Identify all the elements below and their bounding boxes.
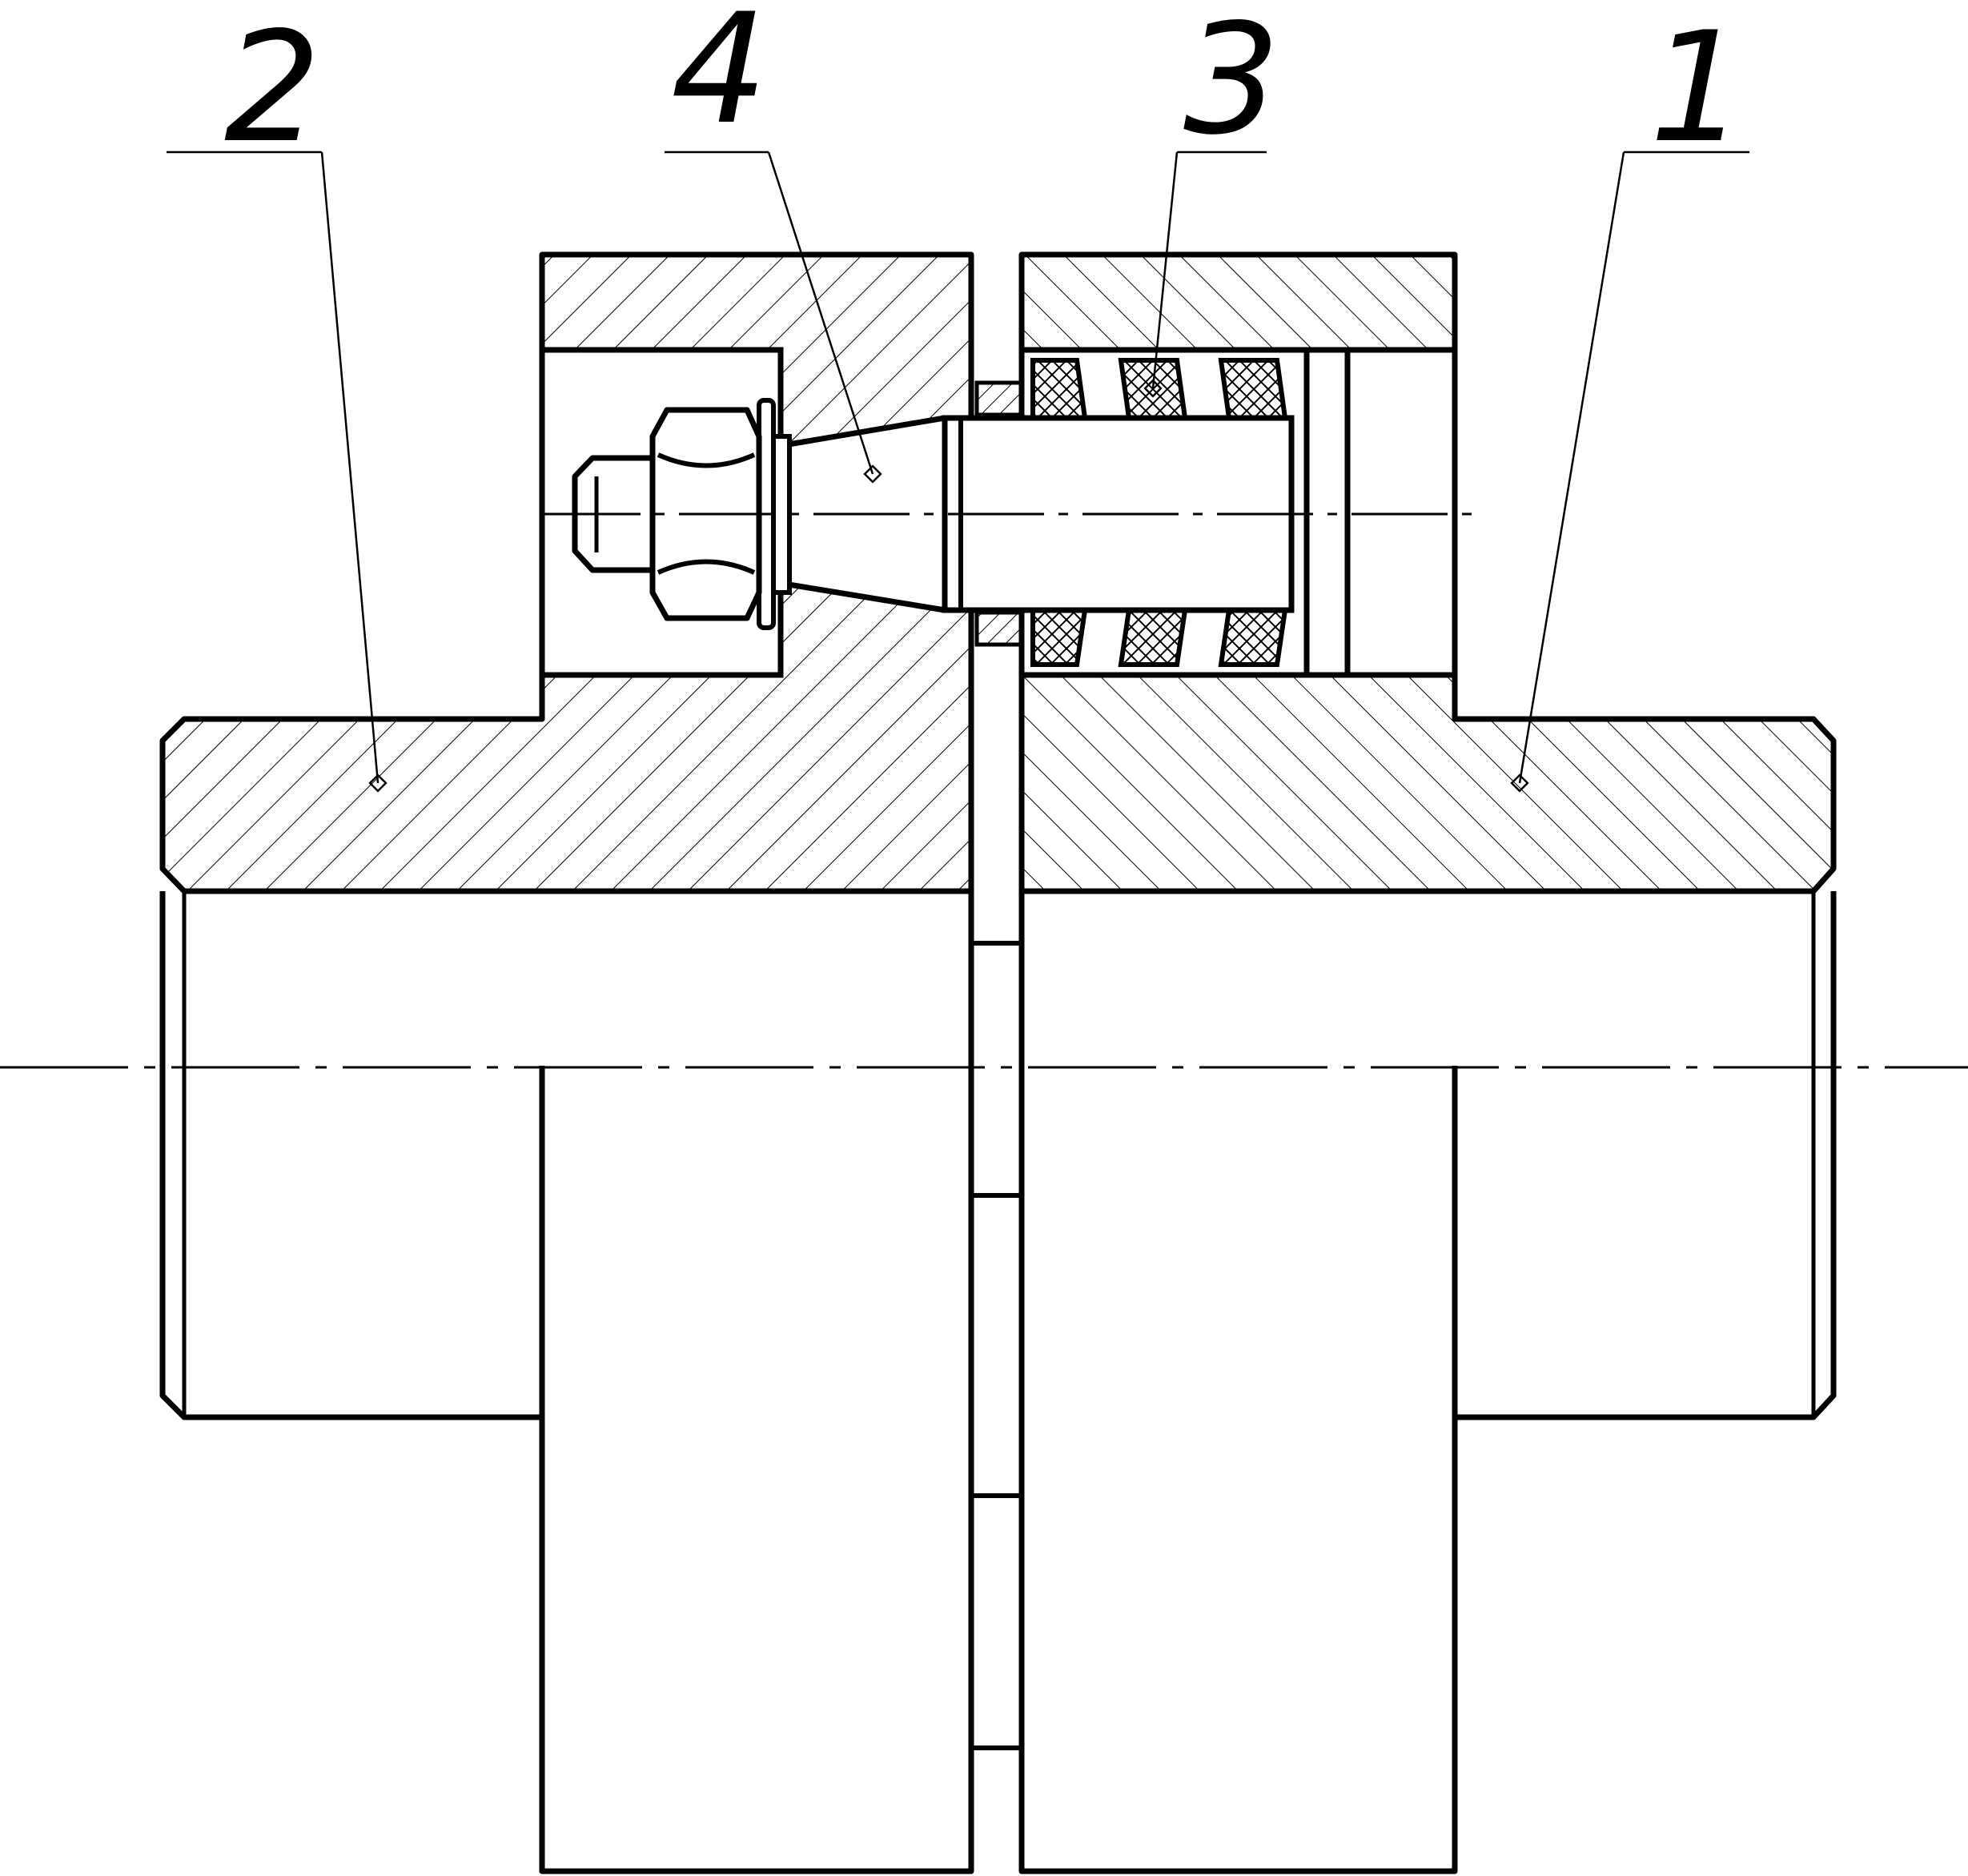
callout-labels: 2 4 3 1 [224,0,1746,176]
left-hub-body [159,891,974,1874]
leader-lines [167,151,1749,793]
callout-part-2: 2 [224,0,321,176]
callout-part-4: 4 [671,0,768,158]
right-hub-body [1018,891,1837,1874]
coupling-gap [968,891,1025,1871]
callout-part-3: 3 [1183,0,1280,168]
callout-part-1: 1 [1649,0,1746,176]
center-lines [0,512,1968,1069]
elastic-rings [1030,358,1288,667]
